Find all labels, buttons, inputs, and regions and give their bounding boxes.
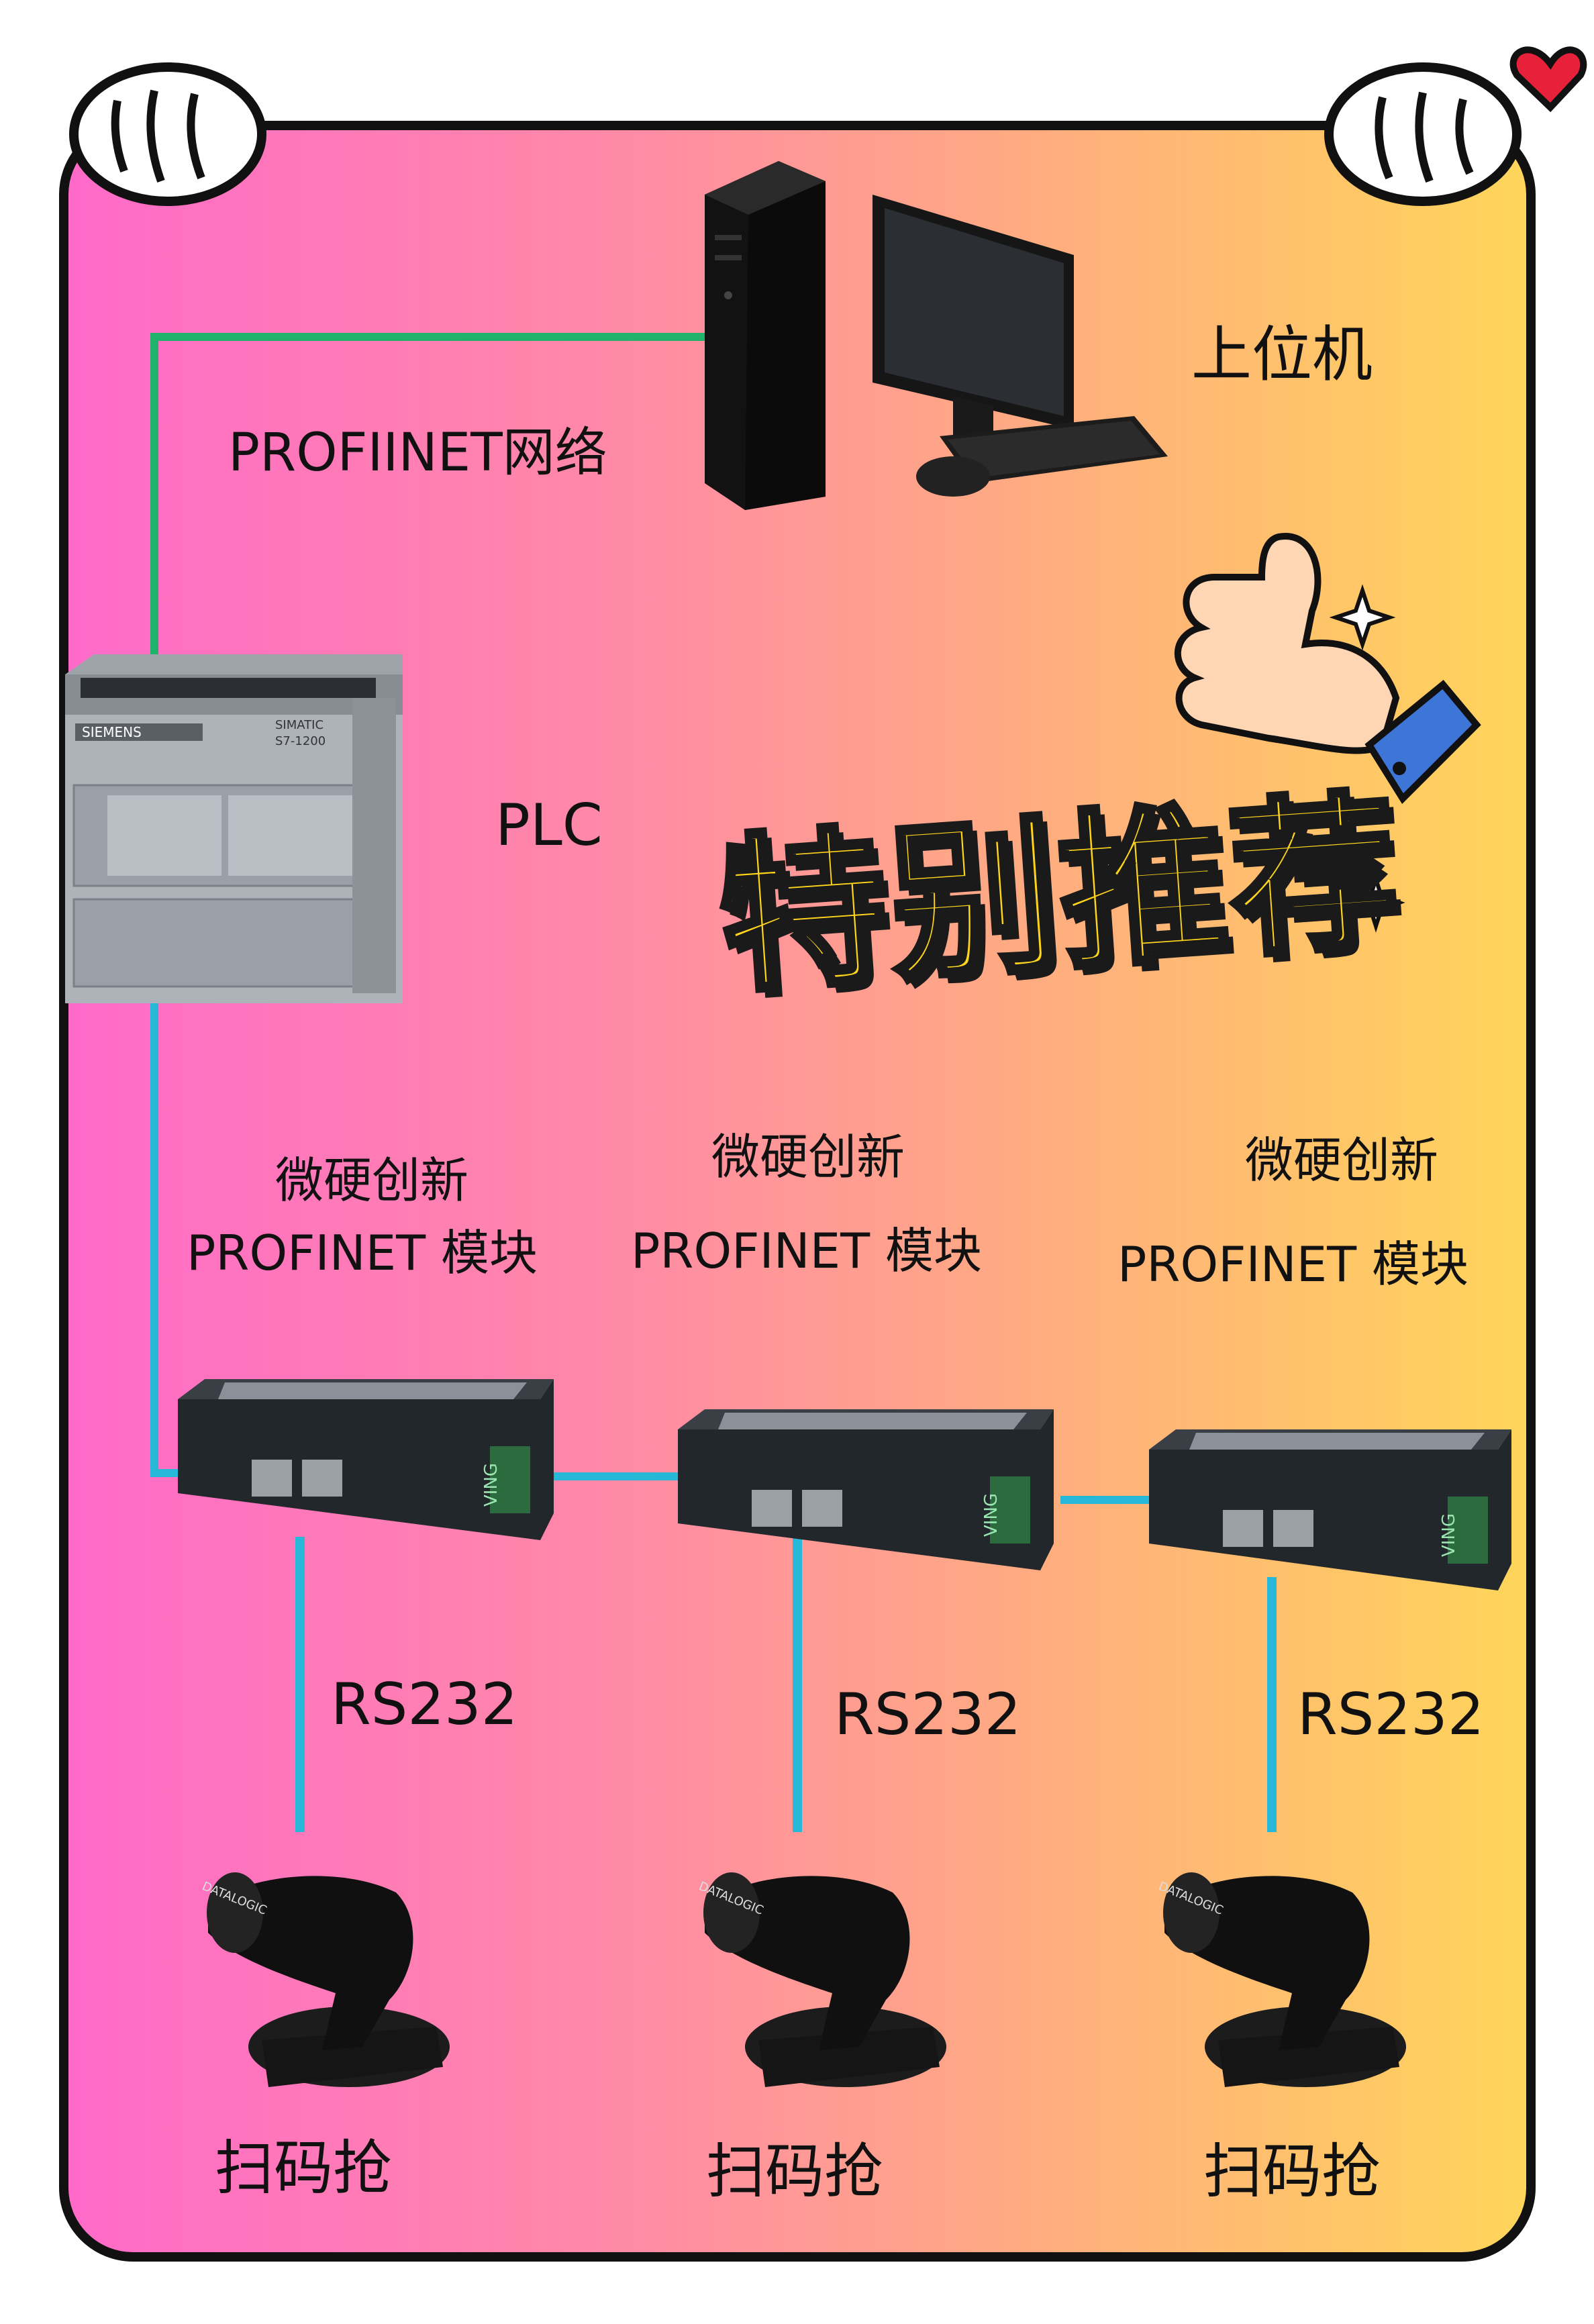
plc-label: PLC [495,792,603,859]
thumbs-up-icon [1175,533,1481,933]
scanner-2-label: 扫码抢 [706,2137,884,2206]
cloud-right-icon [1324,62,1522,206]
profinet-network-label: PROFIINET网络 [228,423,607,483]
module-1-model: PROFINET 模块 [187,1225,538,1281]
barcode-scanner-2-icon: DATALOGIC [697,1872,946,2087]
rs232-label-2: RS232 [834,1681,1022,1748]
module-2-brand: 微硬创新 [711,1129,905,1185]
plc-brand: SIEMENS [82,724,142,740]
module-2-logo: VING [981,1493,1001,1537]
cloud-left-icon [69,62,266,206]
scanner-3-label: 扫码抢 [1203,2137,1381,2206]
module-1-logo: VING [481,1463,501,1507]
plc-model: S7-1200 [275,734,326,748]
module-2-model: PROFINET 模块 [631,1223,982,1279]
profinet-module-1-icon: VING [178,1379,554,1540]
host-computer-label: 上位机 [1191,319,1373,390]
promo-banner: 特别推荐 [711,771,1410,1019]
module-3-logo: VING [1439,1513,1459,1557]
plc-series: SIMATIC [275,718,323,732]
heart-icon [1509,46,1587,113]
plc-device-icon: SIEMENS SIMATIC S7-1200 [65,654,403,1003]
profinet-network-line [150,333,705,658]
host-computer-icon [705,161,1168,510]
profinet-module-3-icon: VING [1149,1429,1511,1590]
profinet-module-2-icon: VING [678,1409,1054,1570]
barcode-scanner-1-icon: DATALOGIC [200,1872,450,2087]
module-1-brand: 微硬创新 [275,1152,469,1209]
rs232-label-1: RS232 [331,1671,518,1738]
barcode-scanner-3-icon: DATALOGIC [1156,1872,1406,2087]
rs232-label-3: RS232 [1297,1681,1485,1748]
scanner-1-label: 扫码抢 [215,2133,393,2203]
module-3-brand: 微硬创新 [1245,1132,1439,1189]
module-3-model: PROFINET 模块 [1117,1236,1468,1293]
